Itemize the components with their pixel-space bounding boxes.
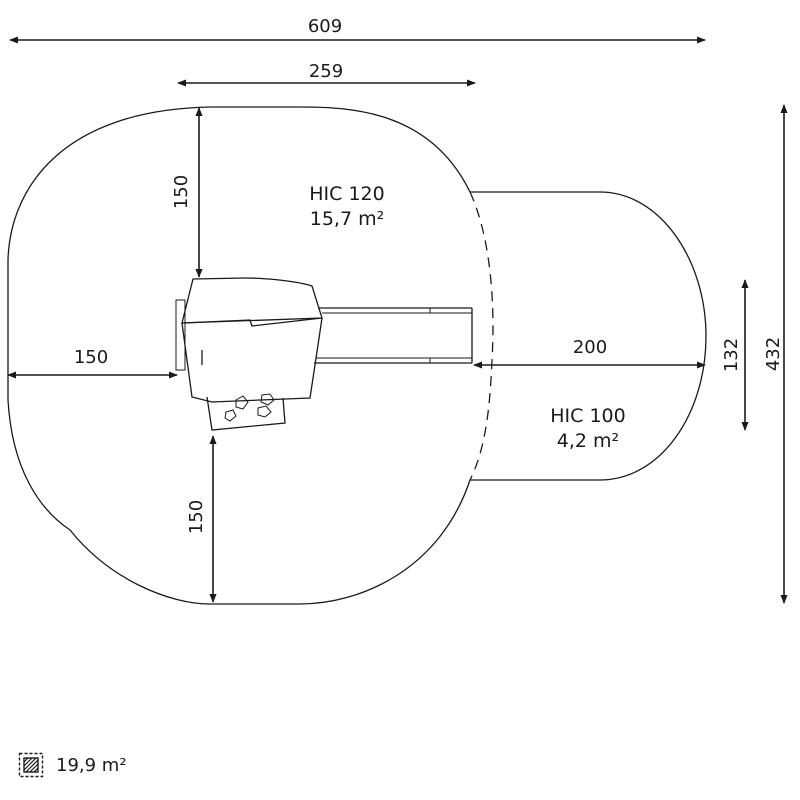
main-safety-zone-outline <box>7 106 471 605</box>
tower-platform <box>181 317 323 403</box>
dimension-label-slide-zone-length: 200 <box>573 337 607 358</box>
slide-zone-hic-label: HIC 100 <box>550 405 625 427</box>
tower-roof <box>181 277 323 324</box>
main-zone-hic-label: HIC 120 <box>309 183 384 205</box>
tower-side-post <box>175 299 186 371</box>
climbing-hold <box>224 409 237 422</box>
legend-total-area-label: 19,9 m² <box>56 754 127 776</box>
dimension-label-bottom-depth: 150 <box>186 500 207 534</box>
legend: 19,9 m² <box>18 752 127 778</box>
zone-overlap-dashed-boundary <box>469 191 494 481</box>
slide-chute <box>314 307 473 364</box>
main-zone-area-label: 15,7 m² <box>310 208 384 230</box>
climbing-hold <box>235 395 249 410</box>
dimension-label-slide-zone-width: 132 <box>721 338 742 372</box>
play-equipment-tower <box>175 277 323 431</box>
slide-zone-area-label: 4,2 m² <box>557 430 619 452</box>
climbing-hold <box>257 405 272 418</box>
dimension-label-total-width: 609 <box>308 16 342 37</box>
climbing-hold <box>260 393 275 406</box>
dimension-label-total-depth: 432 <box>763 337 784 371</box>
dimension-label-left-depth: 150 <box>74 347 108 368</box>
climbing-wall <box>206 396 286 431</box>
hatched-area-icon <box>18 752 44 778</box>
dimension-label-top-depth: 150 <box>171 175 192 209</box>
tower-roof-ridge <box>181 317 323 327</box>
dimension-label-zone-width: 259 <box>309 61 343 82</box>
slide-safety-zone-outline <box>470 191 707 481</box>
